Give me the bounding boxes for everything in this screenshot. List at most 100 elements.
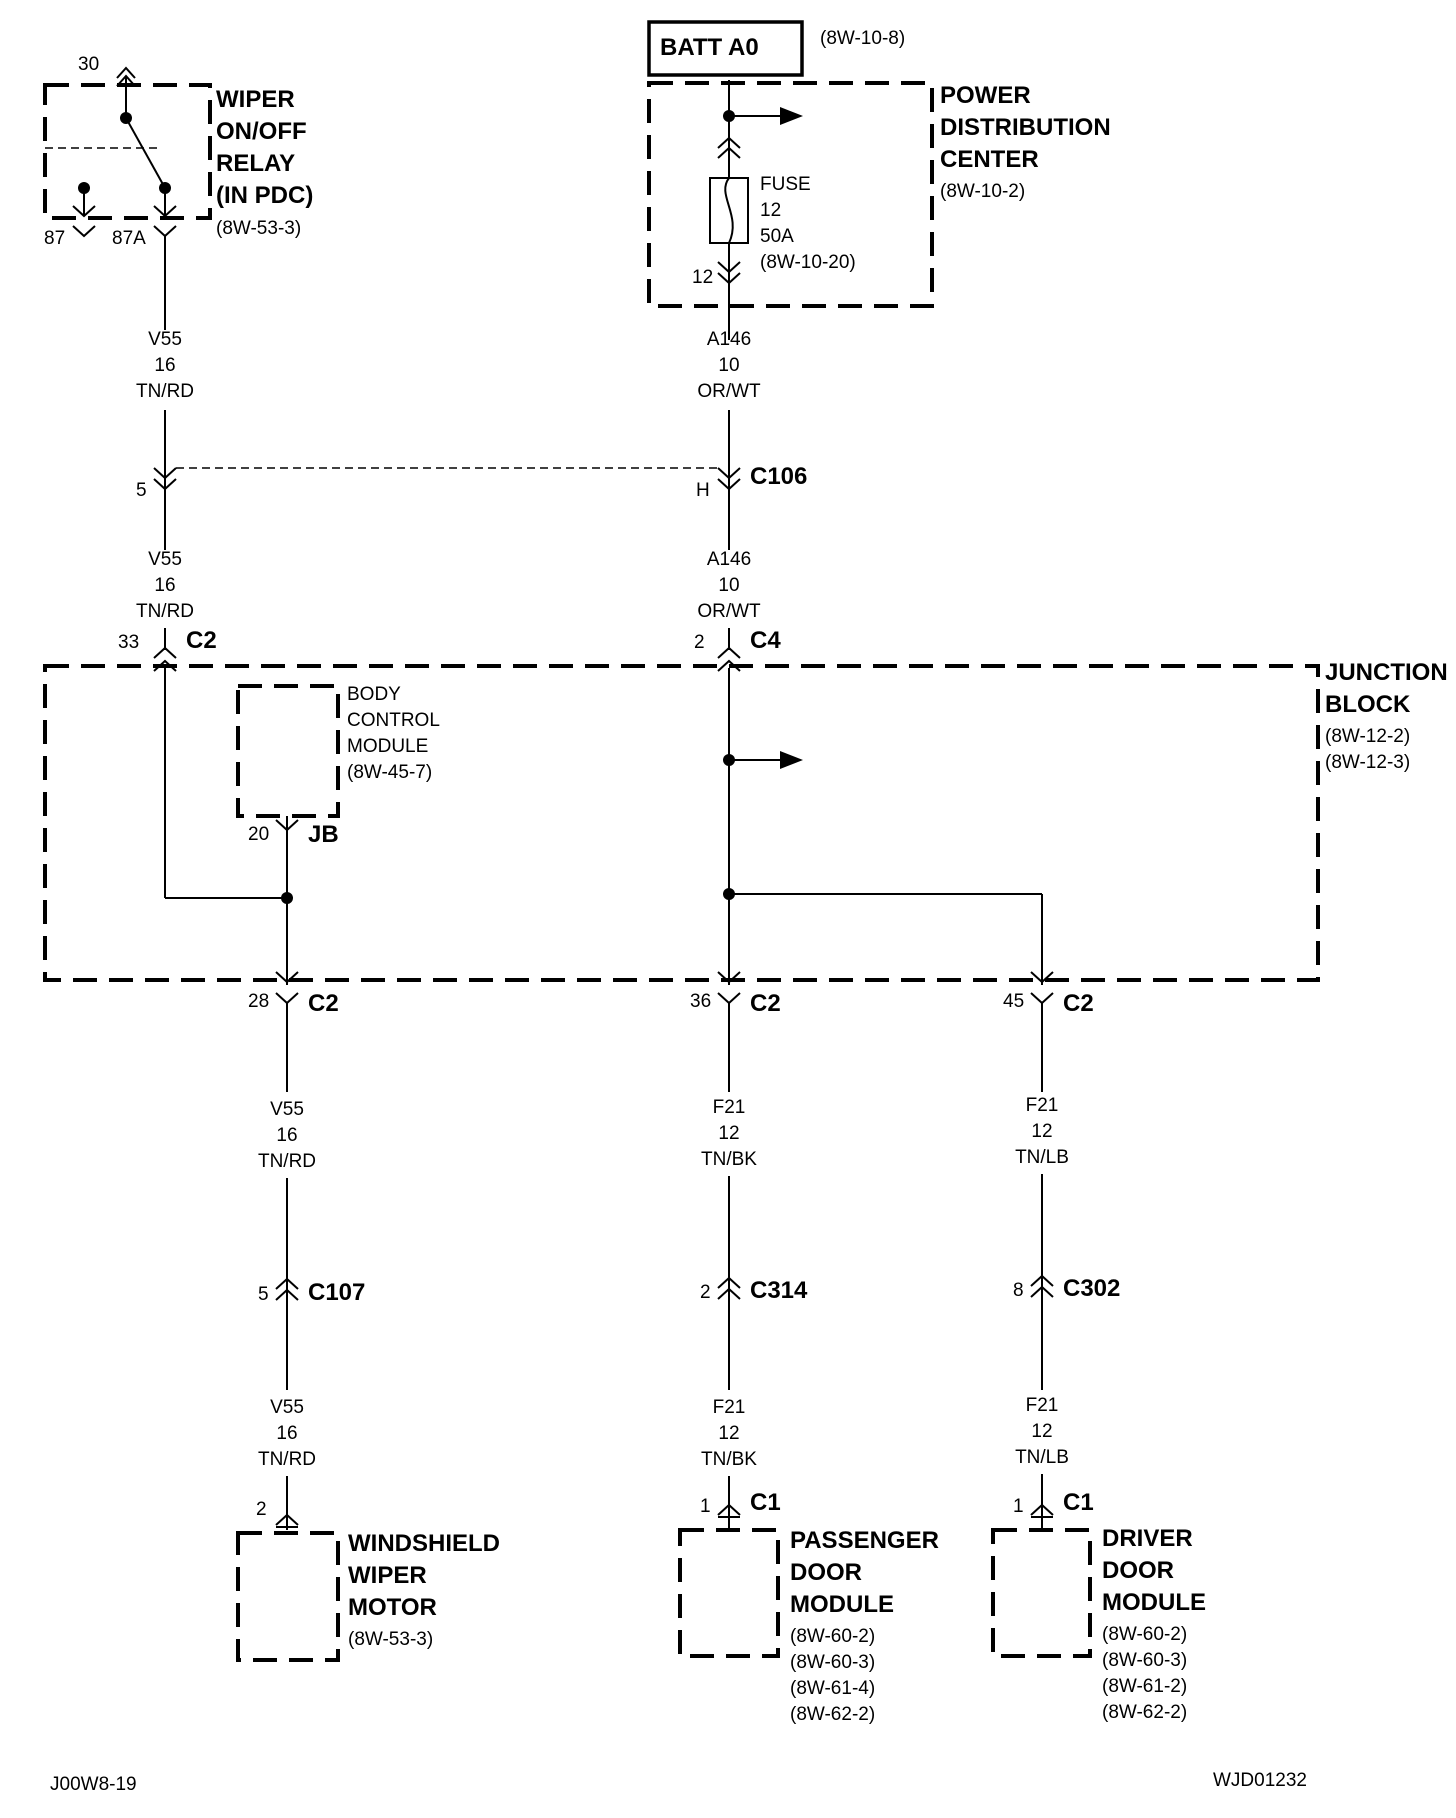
jb-in-left-label: C2 bbox=[186, 627, 217, 654]
passenger-ref-1: (8W-60-2) bbox=[790, 1626, 875, 1647]
passenger-name-3: MODULE bbox=[790, 1591, 894, 1618]
wire-label: F21 bbox=[713, 1097, 746, 1118]
driver-name-1: DRIVER bbox=[1102, 1525, 1193, 1552]
bcm-line-1: BODY bbox=[347, 684, 401, 705]
bcm-line-2: CONTROL bbox=[347, 710, 440, 731]
wiper-motor-pin: 2 bbox=[256, 1499, 267, 1520]
jb-out-2-pin: 36 bbox=[690, 991, 711, 1012]
passenger-name-1: PASSENGER bbox=[790, 1527, 939, 1554]
passenger-connector: C1 bbox=[750, 1489, 781, 1516]
driver-name-2: DOOR bbox=[1102, 1557, 1174, 1584]
relay-name-3: RELAY bbox=[216, 150, 295, 177]
wire-label: 10 bbox=[718, 355, 739, 376]
c106-pin-5: 5 bbox=[136, 480, 147, 501]
wire-label: TN/RD bbox=[136, 601, 194, 622]
wire-label: TN/RD bbox=[136, 381, 194, 402]
driver-pin: 1 bbox=[1013, 1496, 1024, 1517]
relay-name-4: (IN PDC) bbox=[216, 182, 313, 209]
upper-wires: V55 16 TN/RD A146 10 OR/WT 5 H C106 V55 … bbox=[136, 236, 807, 650]
c302-pin: 8 bbox=[1013, 1280, 1024, 1301]
fuse-line-2: 12 bbox=[760, 200, 781, 221]
jb-out-3-pin: 45 bbox=[1003, 991, 1024, 1012]
footer-left-code: J00W8-19 bbox=[50, 1774, 137, 1795]
passenger-ref-2: (8W-60-3) bbox=[790, 1652, 875, 1673]
jb-in-right-pin: 2 bbox=[694, 632, 705, 653]
driver-name-3: MODULE bbox=[1102, 1589, 1206, 1616]
footer-right-code: WJD01232 bbox=[1213, 1770, 1307, 1791]
wire-label: TN/RD bbox=[258, 1449, 316, 1470]
wiper-relay: 30 87 87A WIPER ON/OFF RELAY (IN PDC) (8… bbox=[43, 54, 313, 249]
wire-label: A146 bbox=[707, 549, 751, 570]
wiper-motor-name-1: WINDSHIELD bbox=[348, 1530, 500, 1557]
jb-out-1-label: C2 bbox=[308, 990, 339, 1017]
jb-out-3-label: C2 bbox=[1063, 990, 1094, 1017]
wire-label: F21 bbox=[1026, 1095, 1059, 1116]
wire-label: F21 bbox=[713, 1397, 746, 1418]
wire-label: 12 bbox=[718, 1123, 739, 1144]
wire-label: 16 bbox=[276, 1125, 297, 1146]
relay-ref: (8W-53-3) bbox=[216, 218, 301, 239]
jb-name-2: BLOCK bbox=[1325, 691, 1411, 718]
wire-label: V55 bbox=[270, 1099, 304, 1120]
wire-label: 12 bbox=[718, 1423, 739, 1444]
wire-label: V55 bbox=[148, 329, 182, 350]
passenger-ref-3: (8W-61-4) bbox=[790, 1678, 875, 1699]
relay-pin-87a: 87A bbox=[112, 228, 146, 249]
passenger-ref-4: (8W-62-2) bbox=[790, 1704, 875, 1725]
relay-name-2: ON/OFF bbox=[216, 118, 307, 145]
wire-label: 10 bbox=[718, 575, 739, 596]
pdc-name-1: POWER bbox=[940, 82, 1031, 109]
wiper-motor-name-2: WIPER bbox=[348, 1562, 427, 1589]
relay-name-1: WIPER bbox=[216, 86, 295, 113]
pdc-name-3: CENTER bbox=[940, 146, 1039, 173]
fuse-line-4: (8W-10-20) bbox=[760, 252, 856, 273]
bcm-line-4: (8W-45-7) bbox=[347, 762, 432, 783]
jb-ref-1: (8W-12-2) bbox=[1325, 726, 1410, 747]
wire-label: V55 bbox=[270, 1397, 304, 1418]
fuse-pin: 12 bbox=[692, 267, 713, 288]
jb-out-2-label: C2 bbox=[750, 990, 781, 1017]
wire-label: 16 bbox=[154, 575, 175, 596]
driver-ref-1: (8W-60-2) bbox=[1102, 1624, 1187, 1645]
wire-label: 16 bbox=[154, 355, 175, 376]
jb-out-1-pin: 28 bbox=[248, 991, 269, 1012]
c107-pin: 5 bbox=[258, 1284, 269, 1305]
bcm-line-3: MODULE bbox=[347, 736, 428, 757]
relay-pin-30: 30 bbox=[78, 54, 99, 75]
wiper-motor-ref: (8W-53-3) bbox=[348, 1629, 433, 1650]
wire-label: V55 bbox=[148, 549, 182, 570]
wire-label: OR/WT bbox=[697, 601, 761, 622]
junction-block: JUNCTION BLOCK (8W-12-2) (8W-12-3) 33 C2… bbox=[43, 627, 1448, 1017]
c106-pin-h: H bbox=[696, 480, 710, 501]
lower-wires: V55 16 TN/RD F21 12 TN/BK F21 12 TN/LB 5… bbox=[258, 1003, 1120, 1530]
driver-door-module: 1 C1 DRIVER DOOR MODULE (8W-60-2) (8W-60… bbox=[991, 1489, 1206, 1723]
wire-label: TN/LB bbox=[1015, 1147, 1069, 1168]
pdc-ref: (8W-10-2) bbox=[940, 181, 1025, 202]
wire-label: TN/LB bbox=[1015, 1447, 1069, 1468]
wire-label: A146 bbox=[707, 329, 751, 350]
jb-in-left-pin: 33 bbox=[118, 632, 139, 653]
jb-ref-2: (8W-12-3) bbox=[1325, 752, 1410, 773]
c314-label: C314 bbox=[750, 1277, 808, 1304]
wire-label: 12 bbox=[1031, 1121, 1052, 1142]
wire-label: F21 bbox=[1026, 1395, 1059, 1416]
wire-label: 16 bbox=[276, 1423, 297, 1444]
power-distribution-center: BATT A0 (8W-10-8) FUSE 12 50A (8W-10-20)… bbox=[647, 20, 1111, 340]
c107-label: C107 bbox=[308, 1279, 365, 1306]
relay-pin-87: 87 bbox=[44, 228, 65, 249]
wiper-motor: 2 WINDSHIELD WIPER MOTOR (8W-53-3) bbox=[236, 1499, 500, 1662]
c314-pin: 2 bbox=[700, 1282, 711, 1303]
wire-label: TN/BK bbox=[701, 1149, 757, 1170]
pdc-name-2: DISTRIBUTION bbox=[940, 114, 1111, 141]
wiper-motor-name-3: MOTOR bbox=[348, 1594, 437, 1621]
bcm-connector: JB bbox=[308, 821, 339, 848]
driver-ref-3: (8W-61-2) bbox=[1102, 1676, 1187, 1697]
passenger-name-2: DOOR bbox=[790, 1559, 862, 1586]
passenger-pin: 1 bbox=[700, 1496, 711, 1517]
jb-name-1: JUNCTION bbox=[1325, 659, 1448, 686]
wire-label: TN/BK bbox=[701, 1449, 757, 1470]
driver-ref-2: (8W-60-3) bbox=[1102, 1650, 1187, 1671]
fuse-line-3: 50A bbox=[760, 226, 794, 247]
passenger-door-module: 1 C1 PASSENGER DOOR MODULE (8W-60-2) (8W… bbox=[678, 1489, 939, 1725]
